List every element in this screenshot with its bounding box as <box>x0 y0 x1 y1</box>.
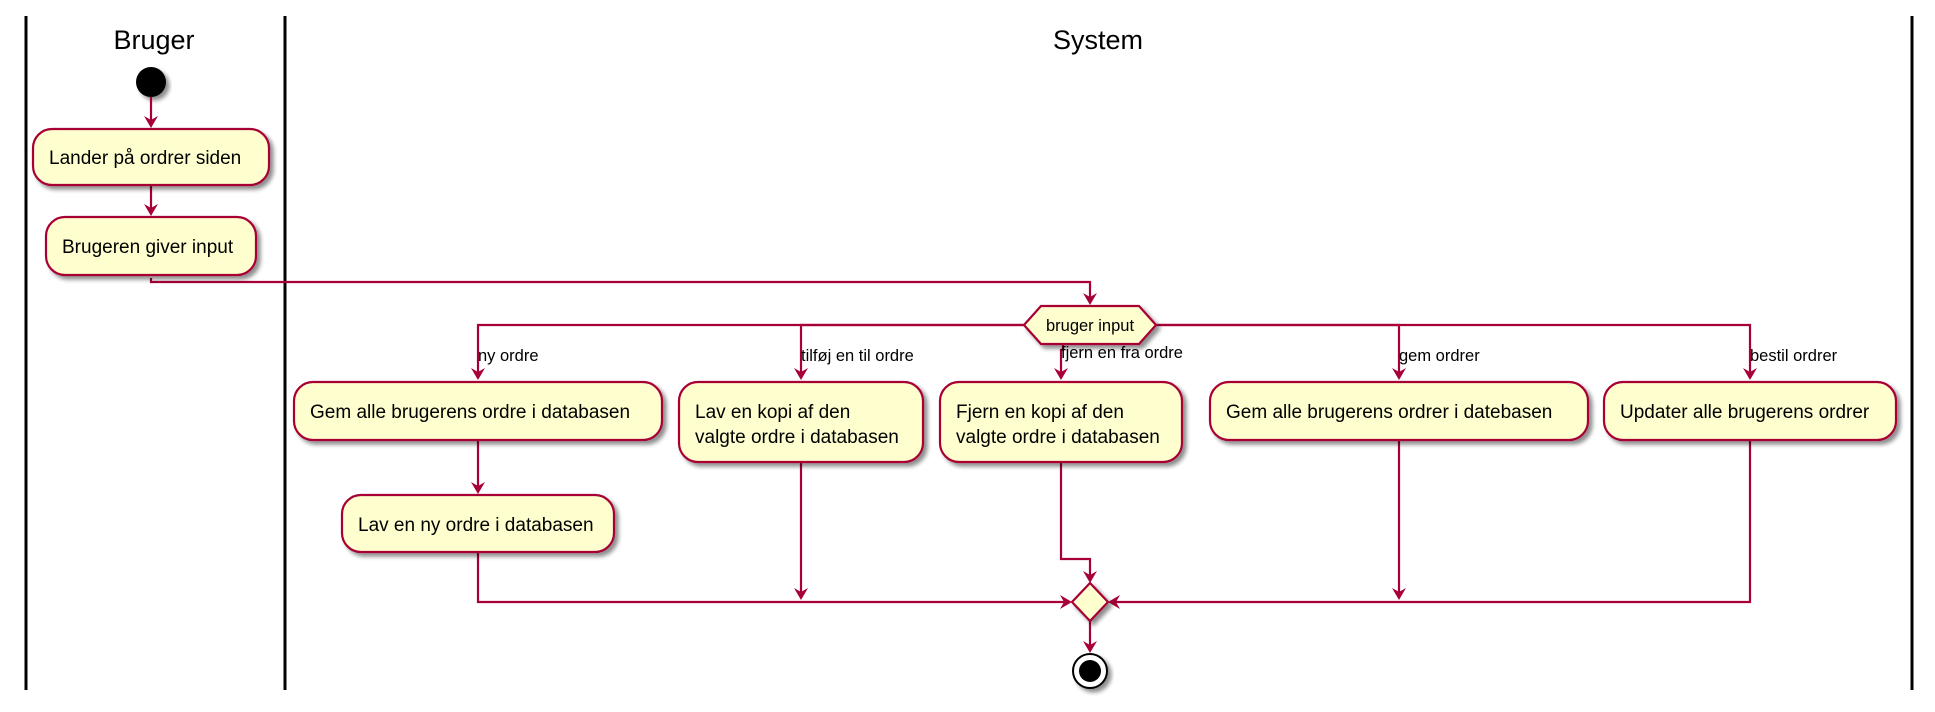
decision-label: bruger input <box>1046 317 1134 335</box>
activity-ny-ordre: Lav en ny ordre i databasen <box>340 493 616 554</box>
activity-fjern-label-2: valgte ordre i databasen <box>956 427 1160 448</box>
lane-title-bruger: Bruger <box>113 25 194 55</box>
branch-label-tilfoj: tilføj en til ordre <box>801 347 914 365</box>
activity-ny-ordre-label: Lav en ny ordre i databasen <box>358 515 594 536</box>
activity-kopi-label-1: Lav en kopi af den <box>695 402 850 423</box>
branch-label-gem: gem ordrer <box>1399 347 1480 365</box>
flow-edges <box>144 97 1757 653</box>
activity-gem-ordre: Gem alle brugerens ordre i databasen <box>292 380 664 442</box>
activity-gem-ordre-label: Gem alle brugerens ordre i databasen <box>310 402 630 423</box>
decision-bruger-input: bruger input <box>1022 304 1158 346</box>
activity-fjern-label-1: Fjern en kopi af den <box>956 402 1124 423</box>
branch-label-ny-ordre: ny ordre <box>478 347 539 365</box>
activity-input: Brugeren giver input <box>44 215 258 277</box>
activity-fjern: Fjern en kopi af den valgte ordre i data… <box>938 380 1184 464</box>
branch-label-fjern: fjern en fra ordre <box>1061 344 1183 362</box>
activity-gem-ordrer-label: Gem alle brugerens ordrer i datebasen <box>1226 402 1552 423</box>
activity-input-label: Brugeren giver input <box>62 237 234 258</box>
activity-lander-label: Lander på ordrer siden <box>49 148 241 169</box>
start-node <box>136 67 166 97</box>
activity-gem-ordrer: Gem alle brugerens ordrer i datebasen <box>1208 380 1590 442</box>
lane-title-system: System <box>1053 25 1143 55</box>
activity-updater-label: Updater alle brugerens ordrer <box>1620 402 1870 423</box>
activity-updater: Updater alle brugerens ordrer <box>1602 380 1898 442</box>
activity-kopi-label-2: valgte ordre i databasen <box>695 427 899 448</box>
activity-kopi: Lav en kopi af den valgte ordre i databa… <box>677 380 925 464</box>
merge-node <box>1070 581 1110 623</box>
branch-label-bestil: bestil ordrer <box>1750 347 1838 365</box>
activity-lander: Lander på ordrer siden <box>31 127 271 187</box>
end-node <box>1072 653 1108 689</box>
